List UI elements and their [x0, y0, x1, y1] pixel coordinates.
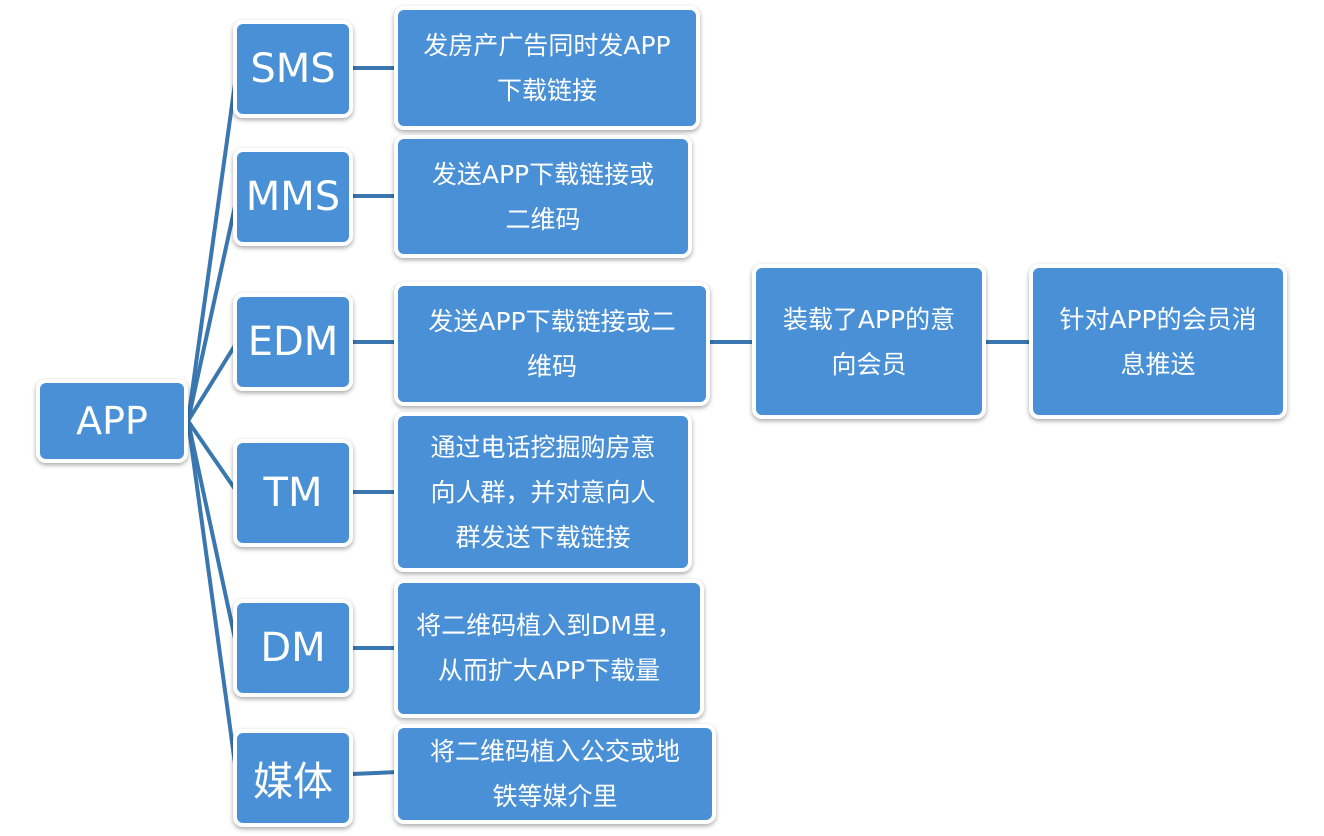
desc-line: 将二维码植入公交或地 [429, 737, 680, 766]
edge-media-desc [350, 770, 400, 776]
channel-node-edm: EDM [233, 293, 353, 391]
flow-line: 息推送 [1120, 349, 1196, 379]
desc-line: 维码 [526, 352, 577, 381]
desc-line: 发送APP下载链接或 [431, 159, 655, 189]
edge-app-sms [186, 67, 239, 423]
root-node-app: APP [36, 379, 188, 463]
channel-label: DM [260, 625, 326, 671]
channel-node-tm: TM [233, 439, 353, 547]
desc-node-tm: 通过电话挖掘购房意 向人群，并对意向人 群发送下载链接 [394, 412, 692, 572]
channel-node-dm: DM [233, 599, 353, 697]
channel-label: MMS [245, 174, 341, 220]
channel-label: TM [263, 470, 323, 516]
desc-line: 下载链接 [496, 76, 597, 105]
desc-line: 铁等媒介里 [492, 782, 618, 811]
edge-app-edm [186, 340, 239, 423]
root-node-label: APP [76, 399, 148, 443]
flow-line: 针对APP的会员消 [1059, 304, 1257, 334]
desc-line: 将二维码植入到DM里， [416, 611, 682, 640]
desc-line: 从而扩大APP下载量 [437, 656, 661, 685]
desc-node-mms: 发送APP下载链接或 二维码 [394, 135, 692, 258]
desc-line: 发房产广告同时发APP [423, 31, 671, 60]
desc-line: 发送APP下载链接或二 [428, 307, 676, 336]
desc-node-media: 将二维码植入公交或地 铁等媒介里 [394, 724, 716, 824]
edge-app-mms [186, 195, 239, 423]
desc-node-dm: 将二维码植入到DM里， 从而扩大APP下载量 [394, 579, 704, 718]
desc-node-edm: 发送APP下载链接或二 维码 [394, 282, 710, 406]
channel-label: 媒体 [253, 759, 333, 805]
edge-app-media [186, 419, 239, 780]
channel-node-sms: SMS [233, 20, 353, 118]
channel-node-mms: MMS [233, 148, 353, 246]
edge-app-tm [186, 419, 239, 494]
flow-node-installed-members: 装载了APP的意 向会员 [752, 264, 986, 419]
flow-line: 装载了APP的意 [782, 304, 956, 334]
channel-label: EDM [247, 319, 339, 365]
flow-node-member-push: 针对APP的会员消 息推送 [1029, 264, 1287, 419]
desc-line: 向人群，并对意向人 [430, 477, 656, 507]
desc-node-sms: 发房产广告同时发APP 下载链接 [394, 6, 700, 130]
channel-node-media: 媒体 [233, 729, 353, 827]
desc-line: 群发送下载链接 [455, 522, 631, 552]
channel-label: SMS [250, 46, 336, 92]
edge-app-dm [186, 419, 239, 650]
desc-line: 二维码 [505, 204, 581, 234]
flow-line: 向会员 [831, 349, 907, 379]
desc-line: 通过电话挖掘购房意 [430, 432, 656, 462]
